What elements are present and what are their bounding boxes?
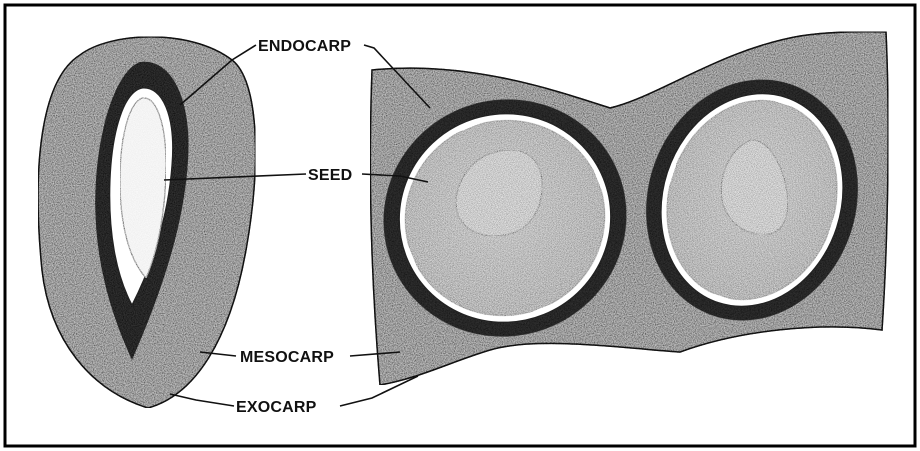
left-fruit-section <box>38 37 255 408</box>
label-exocarp: EXOCARP <box>236 399 317 416</box>
label-endocarp: ENDOCARP <box>258 38 351 55</box>
label-mesocarp: MESOCARP <box>240 349 334 366</box>
right-fruit-section <box>348 32 889 385</box>
label-seed: SEED <box>308 167 352 184</box>
exocarp-leader-left <box>170 394 234 406</box>
